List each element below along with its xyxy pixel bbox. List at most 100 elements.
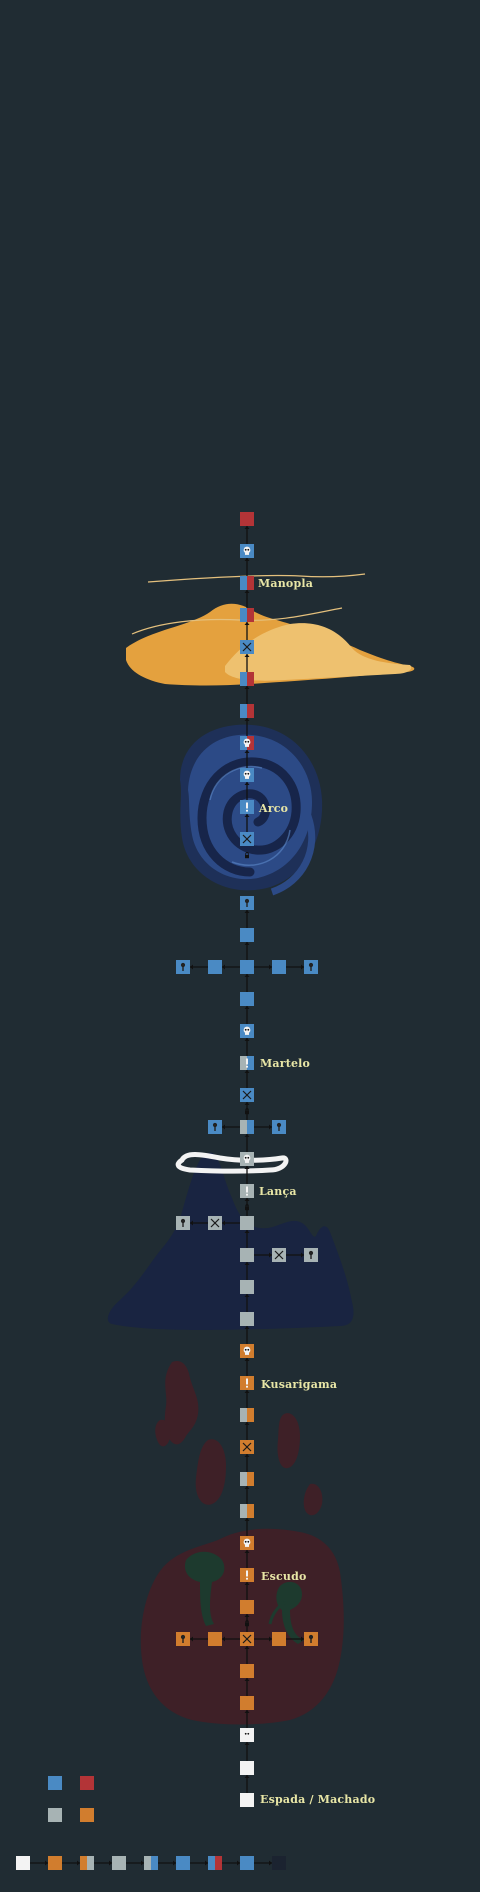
arrow xyxy=(244,1230,250,1248)
room xyxy=(240,1248,254,1262)
room-tile-half xyxy=(247,1056,254,1070)
room xyxy=(240,1056,254,1070)
room-tile-half xyxy=(247,1472,254,1486)
room-tile-half xyxy=(247,736,254,750)
room-tile-half xyxy=(247,576,254,590)
room xyxy=(240,576,254,590)
connection-arrows xyxy=(30,526,304,1866)
arrow xyxy=(30,1860,48,1866)
progression-step xyxy=(208,1856,222,1870)
progression-step xyxy=(240,1856,254,1870)
room xyxy=(304,1632,318,1646)
room xyxy=(208,960,222,974)
room xyxy=(240,1664,254,1678)
arrow xyxy=(244,1294,250,1312)
room xyxy=(240,992,254,1006)
arrow xyxy=(244,1134,250,1152)
room-tile xyxy=(272,1632,286,1646)
room xyxy=(240,800,254,814)
room xyxy=(240,768,254,782)
arrow xyxy=(158,1860,176,1866)
progression-step xyxy=(16,1856,30,1870)
arrow xyxy=(244,1166,250,1184)
arrow xyxy=(244,974,250,992)
room xyxy=(240,1696,254,1710)
room xyxy=(240,1472,254,1486)
arrow xyxy=(244,814,250,832)
room xyxy=(240,1088,254,1102)
skull-icon xyxy=(243,1346,251,1355)
label-arco: Arco xyxy=(259,802,289,815)
legend-swatch-orange xyxy=(80,1808,94,1822)
room xyxy=(240,672,254,686)
exclamation-icon xyxy=(246,1058,248,1068)
progression-step xyxy=(272,1856,286,1870)
room xyxy=(240,1761,254,1775)
room-tile-half xyxy=(247,672,254,686)
key-icon xyxy=(180,962,186,971)
cross-icon xyxy=(242,834,252,844)
label-manopla: Manopla xyxy=(258,577,314,590)
room-tile-half xyxy=(247,1504,254,1518)
room xyxy=(240,1568,254,1582)
skull-icon xyxy=(243,546,251,555)
arrow xyxy=(244,526,250,544)
arrow xyxy=(244,590,250,608)
room-tile xyxy=(240,960,254,974)
arrow xyxy=(244,1006,250,1024)
arrow xyxy=(244,1678,250,1696)
arrow xyxy=(190,964,208,970)
arrow xyxy=(244,558,250,576)
legend-swatch-red xyxy=(80,1776,94,1790)
label-kusarigama: Kusarigama xyxy=(261,1378,338,1391)
legend-swatch-blue xyxy=(48,1776,62,1790)
room-tile-half xyxy=(247,608,254,622)
cross-icon xyxy=(242,1634,252,1644)
lock-icon xyxy=(245,1204,249,1211)
label-espada: Espada / Machado xyxy=(260,1793,376,1806)
room-tile xyxy=(240,1248,254,1262)
arrow xyxy=(244,1646,250,1664)
arrow xyxy=(244,1582,250,1600)
room-tile xyxy=(240,1664,254,1678)
arrow xyxy=(244,1550,250,1568)
arrow xyxy=(254,1860,272,1866)
room xyxy=(240,960,254,974)
key-icon xyxy=(212,1122,218,1131)
arrow xyxy=(286,1636,304,1642)
arrow xyxy=(244,750,250,768)
arrow xyxy=(254,1124,272,1130)
room xyxy=(240,1152,254,1166)
cross-icon xyxy=(210,1218,220,1228)
arrow xyxy=(244,1358,250,1376)
arrow xyxy=(286,1252,304,1258)
key-icon xyxy=(308,1634,314,1643)
label-martelo: Martelo xyxy=(260,1057,311,1070)
arrow xyxy=(244,910,250,928)
arrow xyxy=(244,718,250,736)
lock-icon xyxy=(245,1620,249,1627)
room-tile xyxy=(240,512,254,526)
room-tile xyxy=(240,1793,254,1807)
arrow xyxy=(244,1775,250,1793)
room xyxy=(240,704,254,718)
progression-step xyxy=(176,1856,190,1870)
progression-step xyxy=(144,1856,158,1870)
arrow xyxy=(62,1860,80,1866)
arrow xyxy=(244,1486,250,1504)
skull-icon xyxy=(243,1154,251,1163)
room-tile-half xyxy=(247,1120,254,1134)
room xyxy=(208,1632,222,1646)
exclamation-icon xyxy=(246,1186,248,1196)
room xyxy=(240,544,254,558)
arrow xyxy=(244,1422,250,1440)
legend xyxy=(48,1776,94,1822)
room xyxy=(304,1248,318,1262)
arrow xyxy=(94,1860,112,1866)
label-lanca: Lança xyxy=(259,1185,297,1198)
room-tile xyxy=(240,992,254,1006)
arrow xyxy=(244,1070,250,1088)
room xyxy=(272,1248,286,1262)
